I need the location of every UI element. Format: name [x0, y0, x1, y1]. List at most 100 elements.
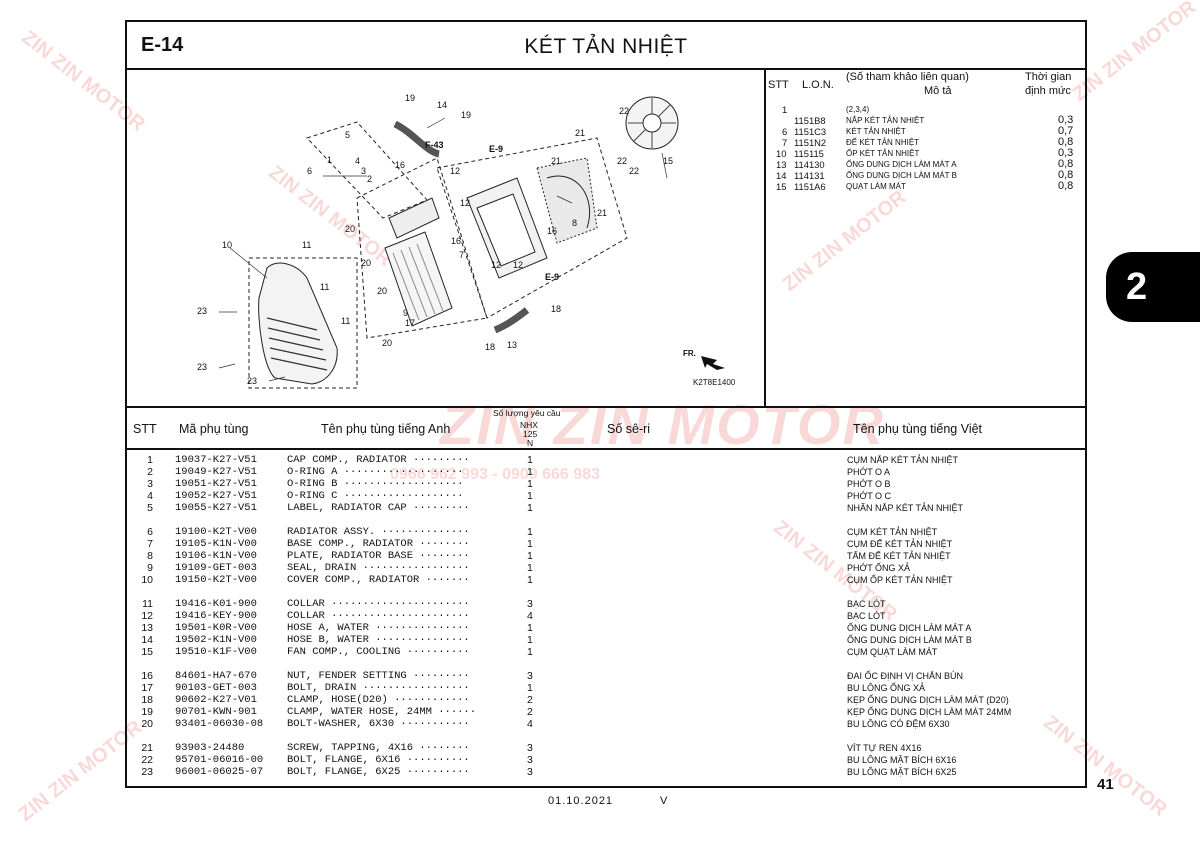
- ref-header-desc2: Mô tả: [924, 85, 952, 97]
- part-name-vi: ỐNG DUNG DỊCH LÀM MÁT B: [847, 635, 972, 645]
- part-name-vi: BU LÔNG MẶT BÍCH 6X25: [847, 767, 957, 777]
- part-stt: 9: [147, 562, 153, 574]
- ref-time: 0,8: [1058, 169, 1074, 181]
- callout-16a: 16: [395, 160, 405, 170]
- ref-stt: 1: [782, 104, 788, 115]
- callout-20c: 20: [377, 286, 387, 296]
- ref-desc: KÉT TẢN NHIỆT: [846, 127, 906, 136]
- part-stt: 5: [147, 502, 153, 514]
- part-name-en: O-RING B ···················: [287, 478, 464, 490]
- part-qty: 4: [527, 718, 533, 730]
- part-qty: 3: [527, 754, 533, 766]
- part-stt: 4: [147, 490, 153, 502]
- part-stt: 19: [141, 706, 153, 718]
- ref-header-time2: định mức: [1025, 85, 1071, 97]
- part-name-en: NUT, FENDER SETTING ·········: [287, 670, 470, 682]
- part-stt: 23: [141, 766, 153, 778]
- ref-stt: 10: [776, 148, 787, 159]
- group-outline-main: [356, 157, 488, 339]
- part-name-en: COVER COMP., RADIATOR ·······: [287, 574, 470, 586]
- ref-time: 0,7: [1058, 125, 1074, 137]
- ref-lon: 1151C3: [794, 126, 827, 137]
- part-name-vi: CỤM ĐẾ KÉT TẢN NHIỆT: [847, 539, 953, 549]
- part-name-en: PLATE, RADIATOR BASE ········: [287, 550, 470, 562]
- part-stt: 17: [141, 682, 153, 694]
- page-title: KÉT TẢN NHIỆT: [524, 35, 688, 58]
- part-stt: 11: [142, 598, 153, 610]
- callout-1: 1: [327, 155, 332, 165]
- part-name-vi: BẠC LÓT: [847, 611, 886, 621]
- callout-21c: 21: [597, 208, 607, 218]
- ref-e9-bottom: E-9: [545, 272, 559, 282]
- part-name-vi: BU LÔNG MẶT BÍCH 6X16: [847, 755, 957, 765]
- ref-row: 7 1151N2 ĐẾ KÉT TẢN NHIỆT 0,8: [766, 137, 1087, 149]
- callout-16b: 16: [451, 236, 461, 246]
- callout-23b: 23: [197, 362, 207, 372]
- group-outline-cover: [248, 257, 358, 389]
- part-number: 90602-K27-V01: [175, 694, 257, 706]
- col-qty-type: N: [527, 438, 534, 448]
- col-serial: Số sê-ri: [607, 422, 651, 436]
- part-qty: 2: [527, 706, 533, 718]
- part-name-vi: KẸP ỐNG DUNG DỊCH LÀM MÁT 24MM: [847, 707, 1012, 717]
- part-name-vi: PHỚT O C: [847, 491, 892, 501]
- callout-7: 7: [459, 250, 464, 260]
- part-number: 19510-K1F-V00: [175, 646, 257, 658]
- part-name-en: RADIATOR ASSY. ··············: [287, 526, 470, 538]
- part-name-en: O-RING C ···················: [287, 490, 464, 502]
- callout-2: 2: [367, 174, 372, 184]
- part-number: 19037-K27-V51: [175, 454, 257, 466]
- ref-lon: 1151A6: [794, 181, 826, 192]
- part-qty: 1: [527, 574, 533, 586]
- part-number: 19502-K1N-V00: [175, 634, 257, 646]
- callout-6: 6: [307, 166, 312, 176]
- diagram-callouts: 19 14 19 5 1 4 3 2 6 16 12 12 16 7 12 12…: [197, 93, 696, 386]
- part-stt: 8: [147, 550, 153, 562]
- callout-11a: 11: [302, 240, 311, 250]
- part-qty: 1: [527, 526, 533, 538]
- page-header: E-14 KÉT TẢN NHIỆT: [127, 22, 1085, 70]
- part-stt: 18: [141, 694, 153, 706]
- ref-time: 0,8: [1058, 158, 1074, 170]
- part-name-vi: ỐNG DUNG DỊCH LÀM MÁT A: [847, 623, 972, 633]
- part-name-vi: CỤM ỐP KÉT TẢN NHIỆT: [847, 575, 953, 585]
- ref-stt: 13: [776, 159, 787, 170]
- callout-10: 10: [222, 240, 232, 250]
- callout-20d: 20: [382, 338, 392, 348]
- part-stt: 6: [147, 526, 153, 538]
- part-number: 93401-06030-08: [175, 718, 264, 730]
- part-number: 19049-K27-V51: [175, 466, 257, 478]
- catalog-frame: E-14 KÉT TẢN NHIỆT: [125, 20, 1087, 788]
- part-name-en: BOLT-WASHER, 6X30 ···········: [287, 718, 470, 730]
- callout-18b: 18: [551, 304, 561, 314]
- part-name-en: BOLT, FLANGE, 6X25 ··········: [287, 766, 470, 778]
- ref-desc: QUẠT LÀM MÁT: [846, 182, 906, 191]
- part-qty: 1: [527, 502, 533, 514]
- ref-row: 6 1151C3 KÉT TẢN NHIỆT 0,7: [766, 125, 1087, 138]
- part-name-vi: BU LÔNG CÓ ĐỆM 6X30: [847, 719, 950, 729]
- callout-21b: 21: [551, 156, 561, 166]
- publish-date: 01.10.2021: [548, 795, 614, 807]
- callout-19b: 19: [461, 110, 471, 120]
- part-name-en: CLAMP, HOSE(D20) ············: [287, 694, 470, 706]
- part-name-en: BASE COMP., RADIATOR ········: [287, 538, 470, 550]
- version-mark: V: [660, 795, 668, 807]
- callout-22b: 22: [617, 156, 627, 166]
- part-stt: 16: [141, 670, 153, 682]
- ref-lon: 1151B8: [794, 115, 826, 126]
- ref-stt: 7: [782, 137, 788, 148]
- tapping-screw-bracket: [546, 175, 591, 229]
- col-qty-title: Số lượng yêu cầu: [493, 408, 561, 418]
- ref-time: 0,3: [1058, 147, 1074, 159]
- ref-lon: 114130: [794, 159, 825, 170]
- part-qty: 1: [527, 682, 533, 694]
- part-name-en: BOLT, DRAIN ·················: [287, 682, 470, 694]
